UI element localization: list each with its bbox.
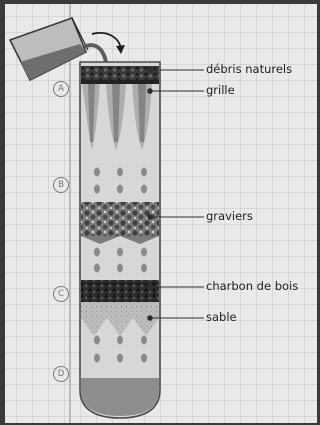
zone-marker-c: C: [53, 286, 69, 302]
label-sable: sable: [206, 312, 237, 324]
gravel-layer: [81, 202, 159, 236]
zone-marker-b: B: [53, 177, 69, 193]
collected-water: [81, 378, 159, 416]
debris-layer: [81, 66, 159, 80]
grille-layer: [81, 80, 159, 84]
zone-marker-d: D: [53, 366, 69, 382]
label-debris: débris naturels: [206, 64, 292, 76]
label-grille: grille: [206, 85, 235, 97]
drips-b: [82, 84, 152, 150]
charcoal-layer: [81, 280, 159, 302]
zone-marker-a: A: [53, 81, 69, 97]
label-charbon: charbon de bois: [206, 281, 298, 293]
sand-layer: [81, 302, 159, 336]
bottle: [80, 62, 160, 418]
label-graviers: graviers: [206, 211, 253, 223]
